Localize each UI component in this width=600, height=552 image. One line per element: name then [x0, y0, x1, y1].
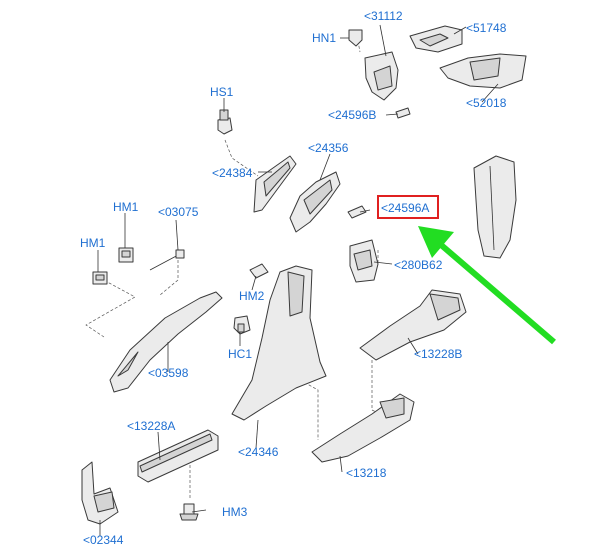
- label-hm2: HM2: [239, 289, 265, 303]
- label-03075: <03075: [158, 205, 199, 219]
- part-13228b-scuff: [359, 289, 467, 361]
- green-arrow-icon: [418, 226, 556, 345]
- label-24596a: <24596A: [381, 201, 429, 215]
- part-31112-bracket: [364, 51, 399, 101]
- part-03598-trim: [109, 291, 223, 393]
- label-13228b: <13228B: [414, 347, 462, 361]
- label-24596b: <24596B: [328, 108, 376, 122]
- part-51748-bracket: [409, 25, 463, 53]
- label-hm1-left: HM1: [80, 236, 106, 250]
- part-hn1-clip: [348, 29, 363, 47]
- part-24346-pillar: [231, 265, 327, 421]
- part-hc1-clip: [233, 315, 251, 335]
- label-24346: <24346: [238, 445, 279, 459]
- label-hm3: HM3: [222, 505, 248, 519]
- label-hs1: HS1: [210, 85, 234, 99]
- label-hc1: HC1: [228, 347, 252, 361]
- part-24384-trim: [253, 155, 297, 213]
- part-24596b-clip: [395, 107, 411, 119]
- part-280b62-bracket: [349, 239, 379, 283]
- label-51748: <51748: [466, 21, 507, 35]
- part-03075-clip: [149, 249, 185, 271]
- part-pillar-trim-right: [473, 155, 517, 259]
- label-24356: <24356: [308, 141, 349, 155]
- label-31112: <31112: [364, 9, 403, 23]
- part-52018-trim: [439, 53, 527, 89]
- part-hm1-clip-left: [92, 271, 108, 285]
- highlight-box: [377, 195, 439, 219]
- label-24384: <24384: [212, 166, 253, 180]
- label-13218: <13218: [346, 466, 387, 480]
- label-02344: <02344: [83, 533, 124, 547]
- label-hn1: HN1: [312, 31, 336, 45]
- label-13228a: <13228A: [127, 419, 175, 433]
- part-hs1-screw: [217, 109, 233, 135]
- label-52018: <52018: [466, 96, 507, 110]
- part-hm2-clip: [249, 263, 269, 279]
- label-03598: <03598: [148, 366, 189, 380]
- part-13218-panel: [311, 393, 415, 463]
- leader-lines: [97, 24, 499, 536]
- part-02344-trim: [81, 461, 119, 525]
- label-hm1-top: HM1: [113, 200, 139, 214]
- part-24596a-clip: [347, 205, 367, 219]
- part-24356-trim: [289, 171, 341, 233]
- part-hm3-screw: [179, 503, 199, 521]
- part-hm1-clip-top: [118, 247, 134, 263]
- part-labels: <31112 HN1 <51748 <52018 HS1 <24596B <24…: [80, 9, 507, 547]
- part-13228a-sill: [137, 429, 219, 483]
- label-280b62: <280B62: [394, 258, 443, 272]
